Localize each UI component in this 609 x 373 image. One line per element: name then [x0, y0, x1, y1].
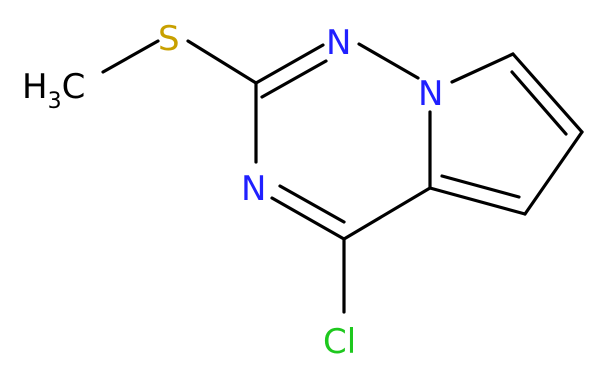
- bond-c2-n1-inner: [260, 59, 328, 99]
- nbridge-label: N: [418, 74, 443, 114]
- bond-c2-n1: [254, 43, 325, 85]
- n1-label: N: [326, 23, 351, 63]
- bond-c7-c6: [511, 52, 584, 134]
- bond-n3-c4: [270, 196, 346, 241]
- bond-c5-c4a: [428, 186, 527, 216]
- bond-n1-nbridge: [357, 42, 420, 80]
- methyl-label: H3C: [22, 67, 85, 114]
- atom-labels: H3C S N N N Cl: [22, 19, 443, 362]
- bond-ch3-s: [101, 39, 160, 74]
- bonds: [101, 39, 584, 314]
- bond-nbridge-c7: [450, 52, 515, 84]
- bond-s-c2: [186, 39, 258, 85]
- bond-c7-c6-inner: [510, 70, 568, 136]
- bond-c6-c5: [523, 130, 584, 216]
- n3-label: N: [241, 169, 266, 209]
- bond-c4-c4a: [342, 186, 432, 241]
- sulfur-label: S: [158, 19, 180, 59]
- bond-c5-c4a-inner: [440, 174, 521, 199]
- bond-n3-c4-inner: [278, 184, 346, 224]
- chlorine-label: Cl: [323, 322, 356, 362]
